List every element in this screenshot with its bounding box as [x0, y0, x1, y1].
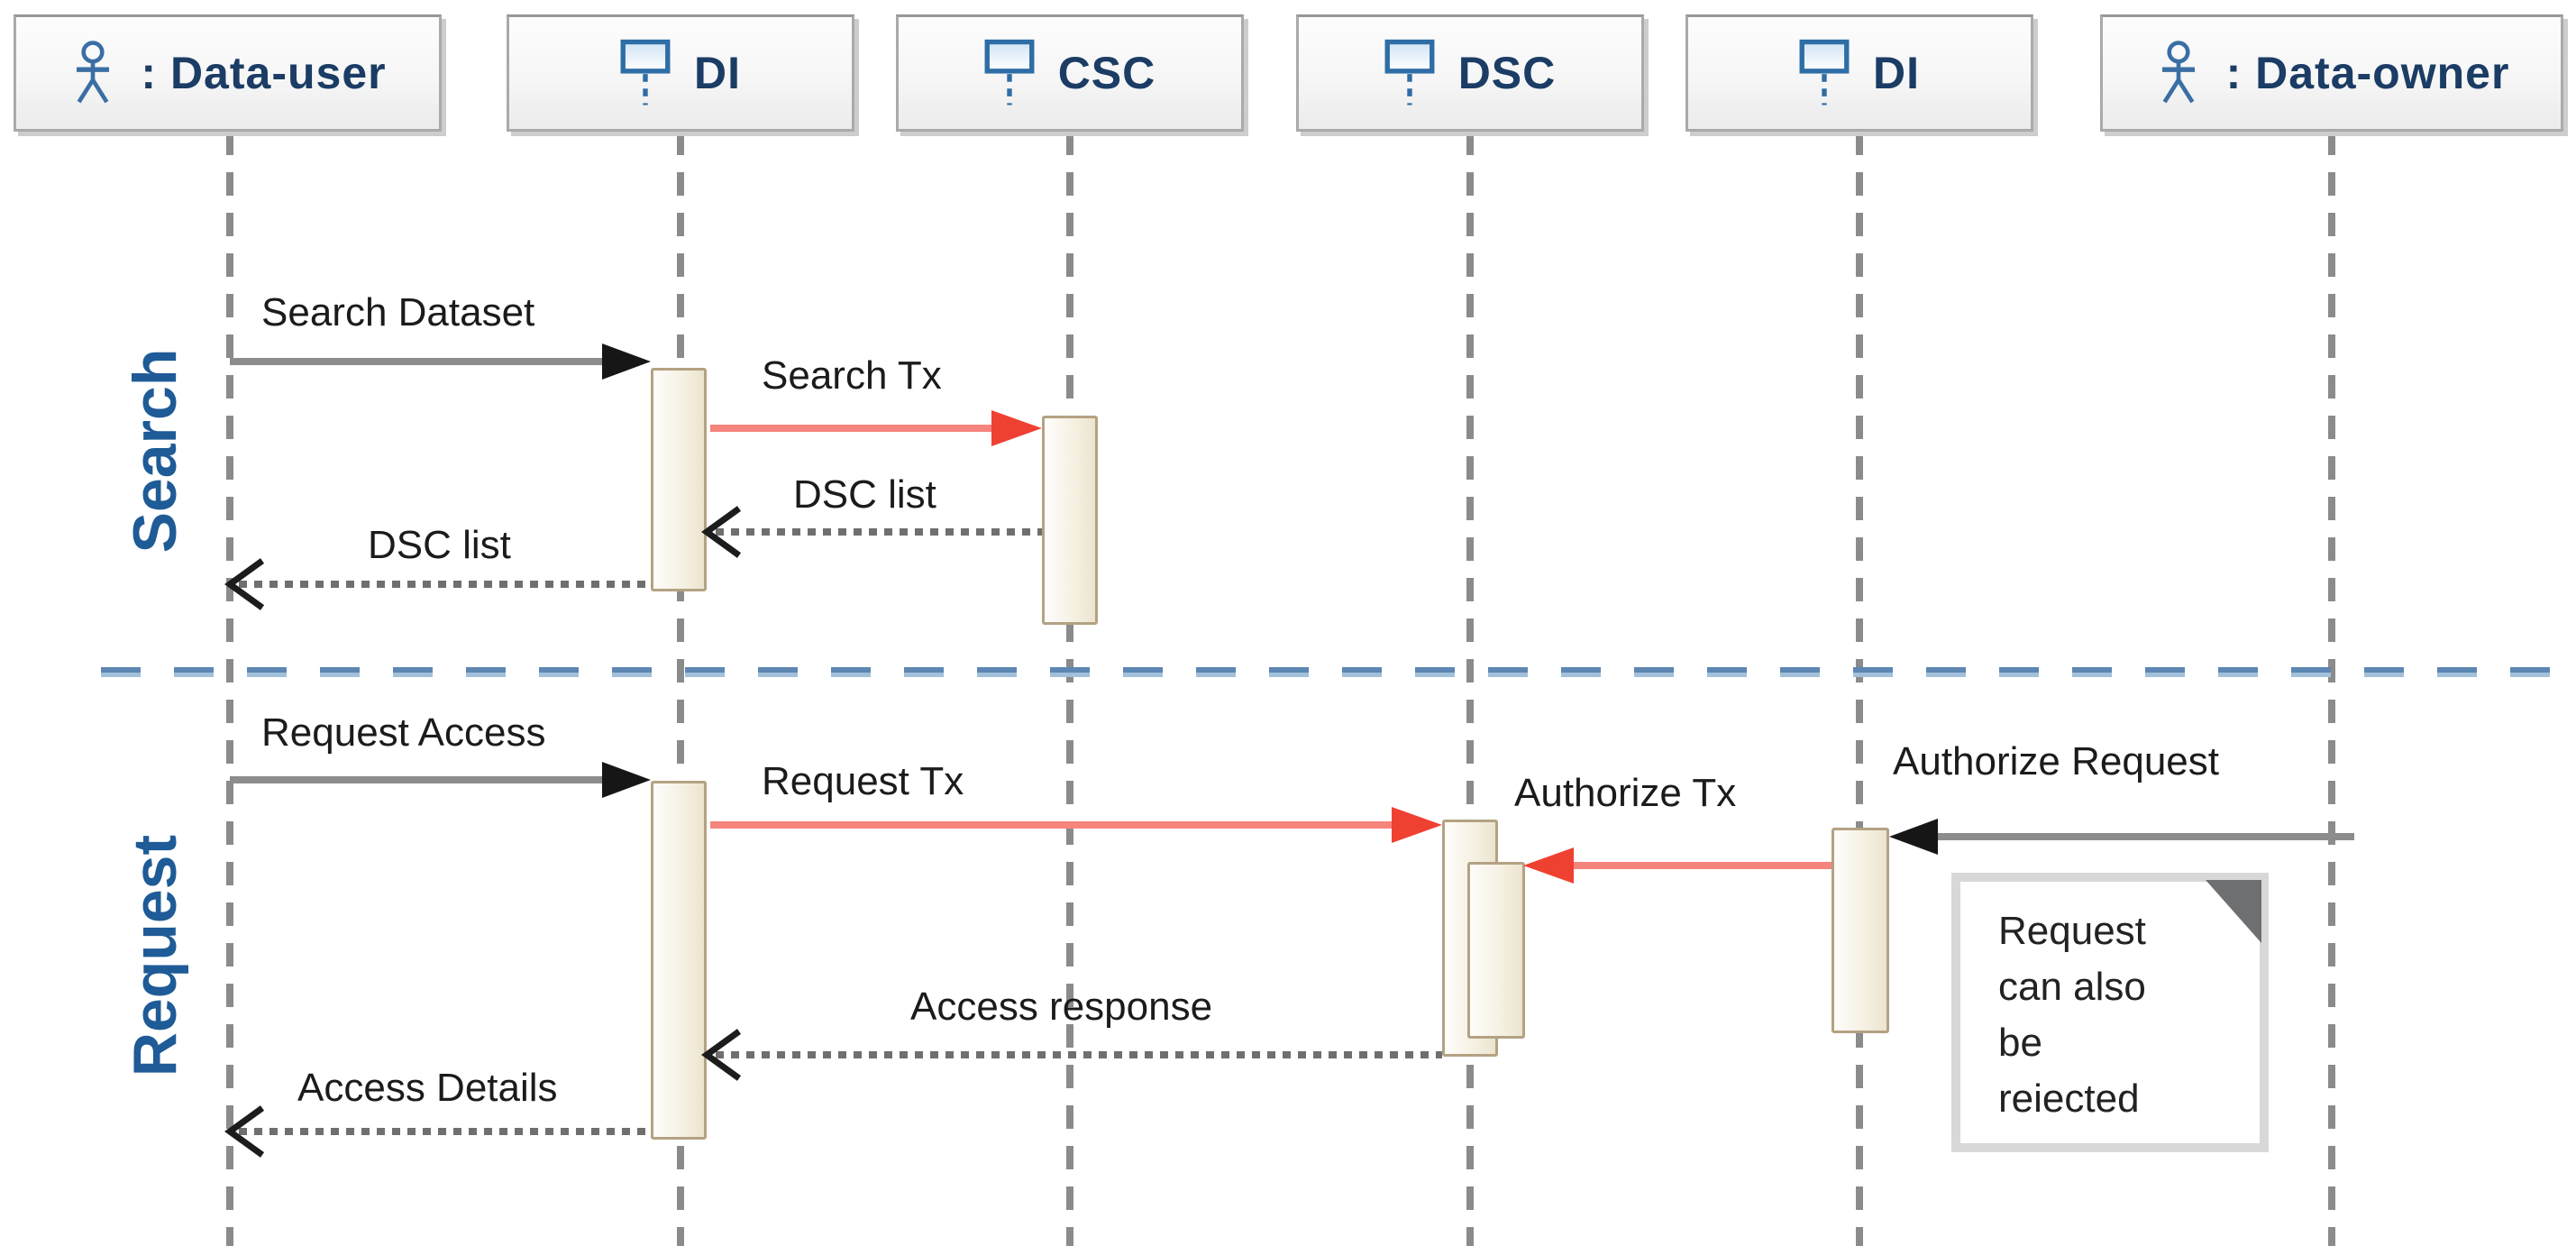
- message-authorize-request: [1889, 819, 2354, 855]
- section-label-search: Search: [121, 348, 189, 554]
- arrowhead-filled: [602, 344, 651, 380]
- lifeline-di-2: [1856, 132, 1863, 1246]
- activation-csc: [1042, 416, 1098, 625]
- arrowhead-open: [701, 506, 742, 558]
- lifeline-head-label: DI: [694, 48, 741, 98]
- message-label: Search Tx: [762, 353, 942, 398]
- activation-di2: [1832, 828, 1889, 1033]
- lifeline-head-dsc: DSC: [1296, 14, 1644, 132]
- lifeline-head-label: DI: [1873, 48, 1920, 98]
- lifeline-data-user: [226, 132, 233, 1246]
- arrowhead-filled: [991, 410, 1042, 446]
- lifeline-icon: [620, 39, 671, 105]
- note-text-line: be: [1998, 1021, 2042, 1065]
- message-dsc-list-2: [224, 558, 651, 610]
- message-label: Authorize Request: [1893, 739, 2219, 783]
- note-text-line: Request: [1998, 909, 2146, 953]
- message-request-access: [230, 762, 651, 798]
- note-fold-corner-icon: [2206, 880, 2261, 943]
- note-text-line: reiected: [1998, 1076, 2140, 1121]
- lifeline-icon: [1384, 39, 1435, 105]
- message-line: [1932, 833, 2354, 840]
- message-access-details: [224, 1105, 651, 1158]
- message-search-tx: [710, 410, 1042, 446]
- note-text-line: can also: [1998, 965, 2146, 1009]
- lifeline-di-1: [677, 132, 684, 1246]
- lifeline-head-label: CSC: [1057, 48, 1156, 98]
- arrowhead-filled: [1889, 819, 1938, 855]
- arrowhead-filled: [1392, 807, 1442, 843]
- message-request-tx: [710, 807, 1442, 843]
- message-label: Request Access: [261, 710, 546, 755]
- section-label-request: Request: [121, 834, 189, 1077]
- actor-icon: [77, 41, 110, 104]
- lifeline-head-data-user: : Data-user: [14, 14, 442, 132]
- message-label: DSC list: [368, 523, 511, 567]
- lifeline-head-di-1: DI: [507, 14, 854, 132]
- arrowhead-filled: [602, 762, 651, 798]
- message-label: DSC list: [793, 472, 936, 517]
- arrowhead-open: [701, 1029, 742, 1081]
- message-line: [239, 1128, 651, 1135]
- lifeline-csc: [1066, 132, 1073, 1246]
- message-line: [716, 528, 1042, 536]
- arrowhead-open: [224, 558, 265, 610]
- message-line: [239, 581, 651, 588]
- message-authorize-tx: [1523, 847, 1832, 884]
- message-dsc-list-1: [701, 506, 1042, 558]
- lifeline-data-owner: [2328, 132, 2335, 1246]
- message-line: [710, 821, 1399, 829]
- lifeline-head-di-2: DI: [1685, 14, 2033, 132]
- message-access-response: [701, 1029, 1442, 1081]
- message-label: Request Tx: [762, 759, 964, 803]
- message-line: [230, 358, 607, 365]
- message-line: [716, 1051, 1442, 1058]
- lifeline-head-label: : Data-user: [141, 48, 387, 98]
- lifeline-dsc: [1466, 132, 1474, 1246]
- lifeline-head-label: DSC: [1457, 48, 1557, 98]
- note: Request can also be reiected: [1951, 873, 2269, 1152]
- lifeline-head-label: : Data-owner: [2225, 48, 2510, 98]
- activation-di1-search: [651, 368, 707, 591]
- actor-icon: [2161, 41, 2195, 104]
- lifeline-icon: [984, 39, 1035, 105]
- arrowhead-open: [224, 1105, 265, 1158]
- message-label: Access response: [910, 985, 1213, 1029]
- message-line: [230, 776, 607, 783]
- arrowhead-filled: [1523, 847, 1574, 884]
- message-line: [710, 425, 999, 432]
- message-label: Access Details: [297, 1066, 558, 1110]
- phase-divider: [101, 667, 2571, 677]
- lifeline-head-csc: CSC: [896, 14, 1244, 132]
- lifeline-head-data-owner: : Data-owner: [2100, 14, 2563, 132]
- message-label: Search Dataset: [261, 290, 535, 334]
- message-label: Authorize Tx: [1514, 771, 1737, 815]
- activation-di1-request: [651, 781, 707, 1140]
- activation-dsc-nested: [1467, 862, 1525, 1039]
- message-search-dataset: [230, 344, 651, 380]
- message-line: [1567, 862, 1832, 869]
- lifeline-icon: [1799, 39, 1850, 105]
